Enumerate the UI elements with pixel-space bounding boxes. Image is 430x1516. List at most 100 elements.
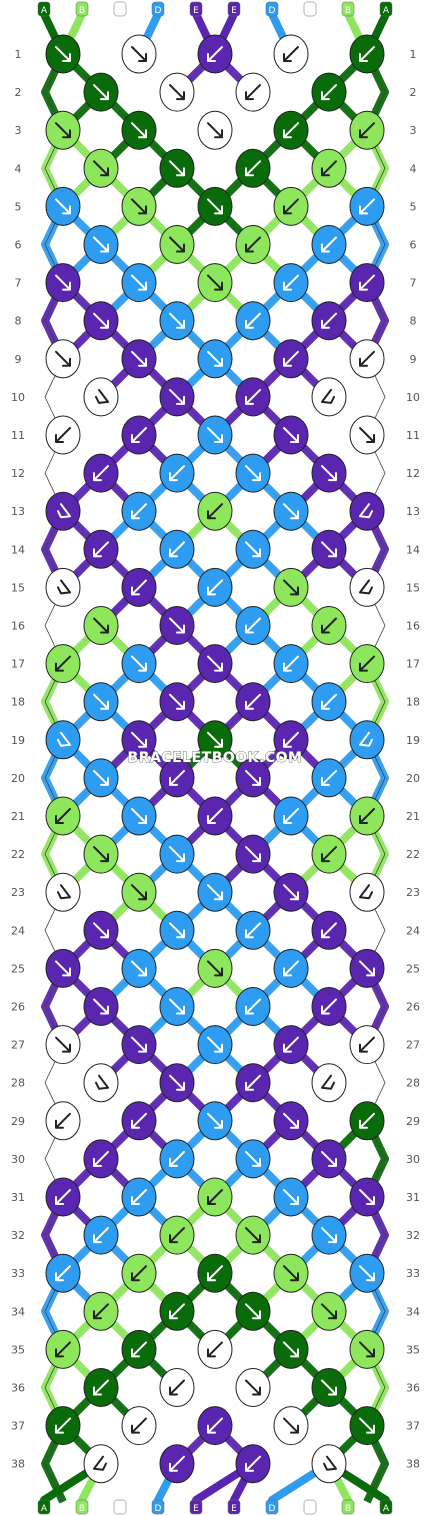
knot-arrow-icon [359, 427, 375, 443]
knot-arrow-icon [245, 236, 261, 253]
row-number-right: 9 [410, 353, 417, 366]
knot [311, 1215, 347, 1255]
strand-label-top: E [193, 6, 199, 16]
knot-arrow-icon [321, 465, 337, 482]
knot [273, 1406, 309, 1446]
knot-arrow-icon [207, 1341, 223, 1358]
knot-arrow-icon [131, 274, 147, 291]
knot [197, 339, 233, 379]
knot [45, 567, 81, 607]
row-number-right: 26 [406, 1001, 420, 1014]
knot-arrow-icon [131, 46, 147, 62]
knot-arrow-icon [169, 84, 185, 101]
knot [197, 1101, 233, 1141]
knot [45, 644, 81, 684]
knot-arrow-icon [245, 1227, 261, 1244]
knot-arrow-icon [283, 1189, 299, 1205]
knot [273, 644, 309, 684]
row-number-left: 15 [11, 581, 25, 594]
knot-arrow-icon [131, 579, 147, 596]
knot-arrow-icon [283, 808, 299, 824]
knot-arrow-icon [93, 1150, 109, 1167]
knot-arrow-icon [245, 84, 261, 101]
knot-arrow-icon [93, 1227, 109, 1244]
knot-arrow-icon [321, 1074, 335, 1090]
knot-arrow-icon [131, 1036, 147, 1053]
knot [235, 72, 271, 112]
knot [159, 72, 195, 112]
strand-label-top: A [41, 6, 48, 16]
strand-label-bottom: A [41, 1504, 48, 1514]
row-number-right: 5 [410, 200, 417, 213]
knot-arrow-icon [359, 960, 375, 977]
knot [159, 1444, 195, 1484]
knot-arrow-icon [169, 1074, 185, 1091]
knot-arrow-icon [131, 122, 147, 139]
knot [349, 415, 385, 455]
knot [197, 491, 233, 531]
knot-oval [45, 720, 81, 760]
strand-label-bottom-chip [151, 1499, 165, 1515]
knot [197, 1177, 233, 1217]
knot [83, 148, 119, 188]
knot-arrow-icon [245, 312, 261, 329]
knot-oval [83, 1444, 119, 1484]
knot-arrow-icon [131, 1417, 147, 1434]
knot-arrow-icon [245, 541, 261, 558]
knot-arrow-icon [321, 1303, 337, 1320]
knot-arrow-icon [93, 922, 109, 939]
knot [311, 1139, 347, 1179]
knot-arrow-icon [245, 617, 261, 634]
knot-arrow-icon [207, 46, 223, 62]
knot [349, 1329, 385, 1369]
knot-arrow-icon [131, 198, 147, 215]
knot [311, 377, 347, 417]
row-number-left: 12 [11, 467, 25, 480]
knot-arrow-icon [359, 655, 375, 672]
knot [159, 529, 195, 569]
row-number-right: 4 [410, 162, 417, 175]
knot-arrow-icon [93, 84, 109, 101]
strand-label-top: D [269, 6, 276, 16]
row-number-left: 11 [11, 429, 25, 442]
knot [311, 148, 347, 188]
knot-arrow-icon [169, 541, 185, 558]
knot-arrow-icon [131, 350, 147, 367]
row-number-left: 35 [11, 1343, 25, 1356]
strand-label-bottom-chip [341, 1499, 355, 1515]
knot-arrow-icon [207, 1265, 223, 1282]
knot-arrow-icon [55, 1265, 71, 1282]
row-number-left: 31 [11, 1191, 25, 1204]
knot [45, 186, 81, 226]
strand-label-bottom-chip [379, 1499, 393, 1515]
knot-arrow-icon [359, 579, 373, 595]
knot-arrow-icon [321, 541, 337, 558]
knot [311, 1063, 347, 1103]
knot-arrow-icon [131, 884, 147, 901]
knot [83, 1444, 119, 1484]
knot [45, 720, 81, 760]
knot-arrow-icon [207, 1112, 223, 1129]
knot-arrow-icon [283, 731, 299, 748]
row-number-left: 34 [11, 1305, 25, 1318]
knot-arrow-icon [359, 1189, 375, 1205]
knot-arrow-icon [93, 236, 109, 253]
knot [83, 1063, 119, 1103]
knot [197, 110, 233, 150]
knot-arrow-icon [169, 465, 185, 482]
row-number-left: 8 [15, 315, 22, 328]
knot [83, 225, 119, 264]
knot [197, 872, 233, 912]
strand-label-top: E [231, 6, 237, 16]
knot [121, 110, 157, 150]
knot-arrow-icon [131, 503, 147, 520]
knot-arrow-icon [207, 960, 223, 977]
knot [349, 339, 385, 379]
knot [83, 301, 119, 341]
knot [311, 682, 347, 722]
row-number-left: 25 [11, 962, 25, 975]
strand-label-top-chip [37, 1, 51, 17]
strand-label-top: A [383, 6, 390, 16]
row-number-left: 20 [11, 772, 25, 785]
